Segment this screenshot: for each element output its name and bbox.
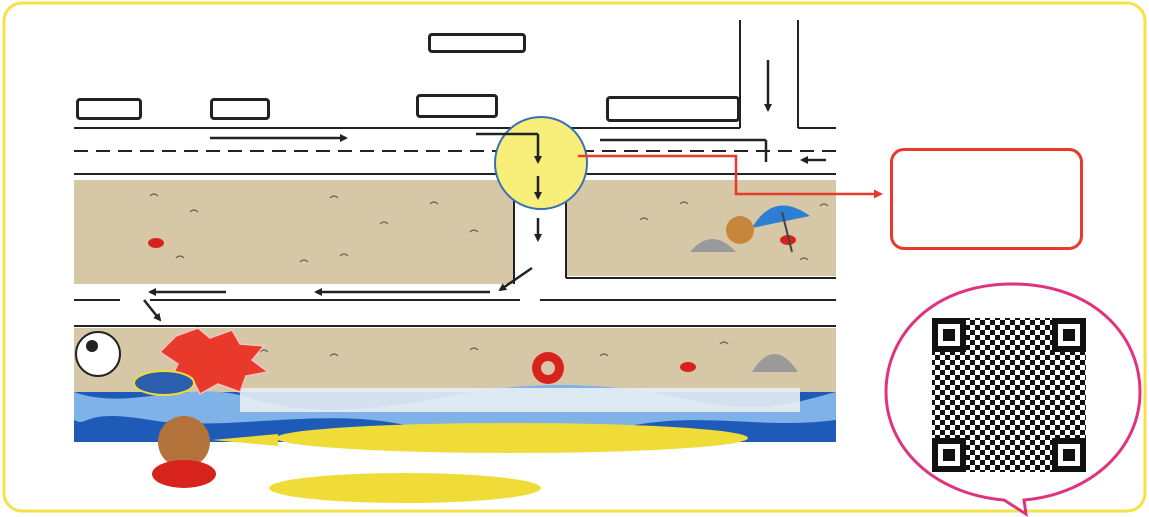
jr-line-sign <box>428 33 526 53</box>
rock-icon <box>752 354 798 372</box>
here-bubble <box>133 370 195 396</box>
traffic-arrows <box>143 60 826 322</box>
swim-ring-icon <box>532 352 564 384</box>
building-sign-3 <box>416 94 498 118</box>
qr-code-icon <box>932 318 1086 472</box>
note-pointer <box>212 434 278 446</box>
beach-right-area <box>566 180 836 276</box>
beach-umbrella-icon <box>752 205 810 253</box>
sand-ripples <box>149 193 829 357</box>
info-callout-box <box>890 148 1083 250</box>
building-sign-4 <box>606 96 740 122</box>
dog-mascot-icon <box>75 331 121 377</box>
note-2-bubble <box>269 473 541 503</box>
roads <box>74 20 836 327</box>
river-band <box>240 388 800 412</box>
rock-icon <box>690 239 736 252</box>
junction-highlight <box>494 116 588 210</box>
info-leader-line <box>578 154 883 199</box>
note-1-bubble <box>276 423 748 453</box>
building-sign-1 <box>76 98 142 120</box>
building-sign-2 <box>210 98 270 120</box>
bear-mascot-icon <box>152 216 754 488</box>
beach-left-area <box>74 180 514 284</box>
